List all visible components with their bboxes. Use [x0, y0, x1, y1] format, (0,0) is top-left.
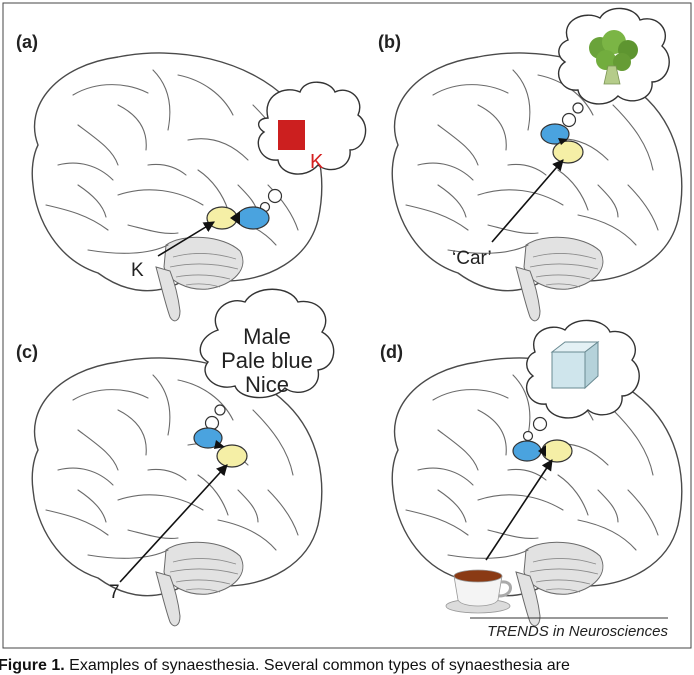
stimulus-arrow-c	[119, 464, 228, 583]
stimulus-arrow-d	[485, 459, 553, 561]
caption-figure-label: Figure 1.	[0, 657, 65, 674]
yellow-region-c	[216, 444, 248, 468]
panel-c-label: (c)	[16, 342, 38, 362]
thought-dot-d1	[532, 416, 548, 432]
panel-b: (b) ‘Car’	[378, 7, 683, 322]
thought-bubble-a	[257, 81, 367, 175]
pathway-arrow-a	[230, 211, 240, 225]
pathway-arrow-d	[538, 445, 546, 457]
thought-dot-b1	[572, 102, 584, 114]
stimulus-c: 7	[109, 582, 120, 603]
stimulus-arrow-b	[491, 159, 564, 243]
red-letter-k: K	[310, 151, 324, 173]
teacup-icon	[445, 569, 512, 614]
stimulus-a: K	[131, 260, 144, 281]
blue-region-d	[512, 440, 542, 462]
thought-dot-b2	[561, 112, 577, 128]
thought-bubble-c	[199, 288, 335, 399]
panel-c: (c) Male Pale blue Nice 7	[16, 288, 335, 627]
panel-a-label: (a)	[16, 32, 38, 52]
red-square	[278, 120, 305, 150]
blue-region-a	[236, 206, 270, 230]
panel-a: (a) K K	[16, 32, 367, 322]
thought-dot-a1	[267, 188, 283, 204]
thought-dot-d2	[522, 430, 534, 442]
pathway-arrow-c	[214, 440, 225, 449]
blue-region-c	[193, 427, 223, 449]
stimulus-b: ‘Car’	[452, 248, 492, 269]
source-credit: TRENDS in Neurosciences	[487, 623, 668, 640]
broccoli-icon	[589, 30, 638, 85]
panel-b-label: (b)	[378, 32, 401, 52]
thought-line-pale-blue: Pale blue	[221, 348, 313, 373]
caption-text: Examples of synaesthesia. Several common…	[69, 657, 570, 674]
panel-d: (d)	[380, 319, 683, 627]
thought-dot-c1	[214, 404, 226, 416]
pathway-arrow-b	[558, 138, 568, 145]
panel-d-label: (d)	[380, 342, 403, 362]
stimulus-arrow-a	[157, 221, 215, 257]
yellow-region-b	[552, 140, 584, 164]
thought-line-nice: Nice	[245, 372, 289, 397]
cube-icon	[550, 340, 600, 390]
thought-line-male: Male	[243, 324, 291, 349]
figure-caption: Figure 1. Examples of synaesthesia. Seve…	[0, 657, 694, 675]
yellow-region-d	[541, 439, 573, 463]
